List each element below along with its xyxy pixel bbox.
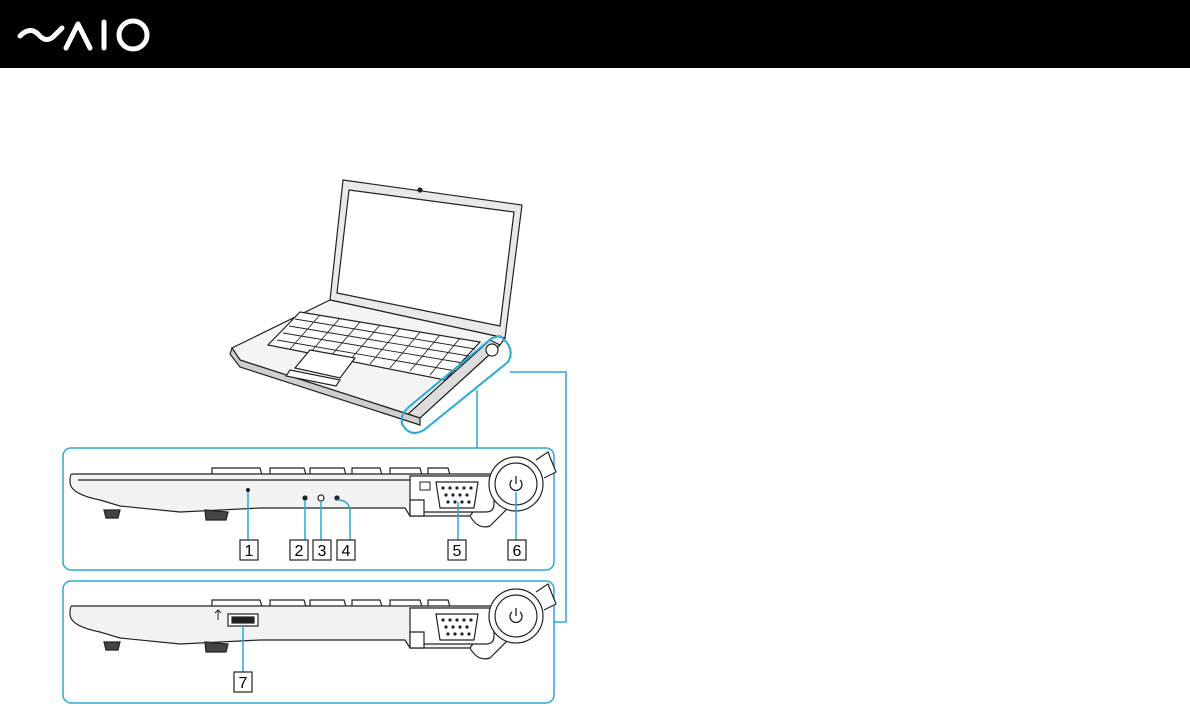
- callout-number: 2: [295, 543, 304, 560]
- callout-3: 3: [313, 540, 331, 560]
- side-view-image-2: [70, 584, 556, 659]
- callout-7: 7: [234, 672, 252, 692]
- page-header: [0, 0, 1190, 68]
- vaio-logo: [16, 14, 156, 56]
- callout-number: 1: [245, 543, 254, 560]
- callout-6: 6: [508, 540, 526, 560]
- callout-4: 4: [337, 540, 355, 560]
- callout-number: 6: [513, 543, 522, 560]
- laptop-overview-image: [230, 180, 522, 425]
- side-view-image-1: [70, 452, 556, 527]
- callout-5: 5: [448, 540, 466, 560]
- callout-1: 1: [240, 540, 258, 560]
- callout-number: 7: [239, 675, 248, 692]
- callout-number: 4: [342, 543, 351, 560]
- callout-number: 5: [453, 543, 462, 560]
- laptop-figure: 1 2 3 4 5 6: [0, 68, 620, 706]
- callout-2: 2: [290, 540, 308, 560]
- callout-number: 3: [318, 543, 327, 560]
